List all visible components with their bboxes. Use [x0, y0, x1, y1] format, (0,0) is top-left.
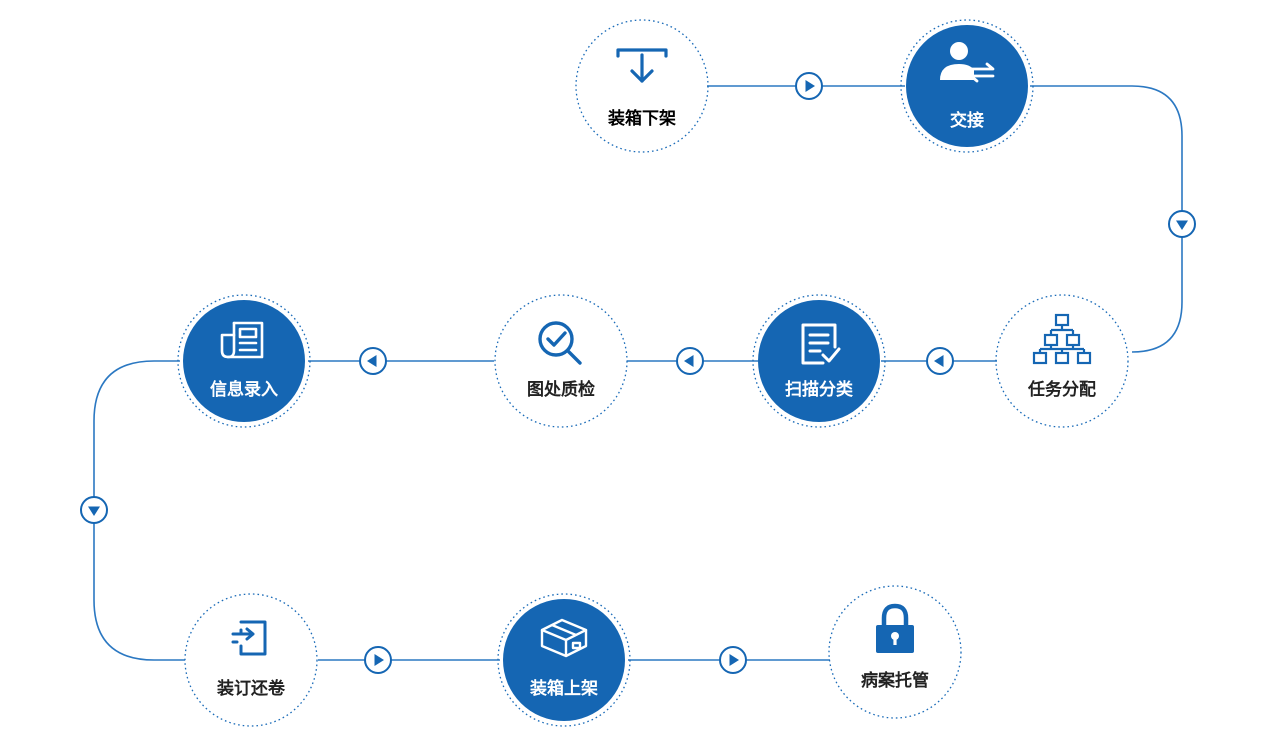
- node-label: 信息录入: [210, 379, 278, 400]
- flow-arrows: [80, 72, 1196, 674]
- arrow-down-icon: [80, 496, 108, 524]
- node-label: 交接: [950, 110, 984, 131]
- node-label: 装箱上架: [529, 678, 598, 699]
- node-binding-return: 装订还卷: [184, 593, 318, 727]
- connector-handover-to-task: [1030, 85, 1183, 353]
- magnifier-check-icon: [538, 321, 582, 365]
- node-label: 扫描分类: [785, 379, 854, 400]
- document-check-icon: [801, 323, 841, 365]
- box-icon: [540, 618, 588, 658]
- arrow-right-icon: [795, 72, 823, 100]
- newspaper-icon: [220, 321, 264, 359]
- arrow-left-icon: [676, 347, 704, 375]
- node-record-custody: 病案托管: [828, 585, 962, 719]
- node-scan-classify: 扫描分类: [752, 294, 886, 428]
- arrow-left-icon: [359, 347, 387, 375]
- node-box-shelve: 装箱上架: [497, 593, 631, 727]
- arrow-down-icon: [1168, 210, 1196, 238]
- node-label: 任务分配: [1027, 379, 1096, 400]
- padlock-icon: [876, 603, 914, 653]
- node-info-entry: 信息录入: [177, 294, 311, 428]
- node-label: 装订还卷: [216, 678, 286, 699]
- arrow-right-icon: [364, 646, 392, 674]
- org-chart-icon: [1032, 313, 1092, 365]
- user-transfer-icon: [940, 42, 995, 83]
- tray-down-icon: [616, 48, 668, 83]
- node-task-assign: 任务分配: [995, 294, 1129, 428]
- node-label: 图处质检: [527, 379, 595, 400]
- arrow-left-icon: [926, 347, 954, 375]
- node-handover: 交接: [900, 19, 1034, 153]
- node-box-unshelve: 装箱下架: [575, 19, 709, 153]
- node-image-qc: 图处质检: [494, 294, 628, 428]
- arrow-right-icon: [719, 646, 747, 674]
- file-return-icon: [231, 620, 267, 656]
- node-label: 病案托管: [861, 670, 929, 691]
- node-label: 装箱下架: [607, 108, 676, 129]
